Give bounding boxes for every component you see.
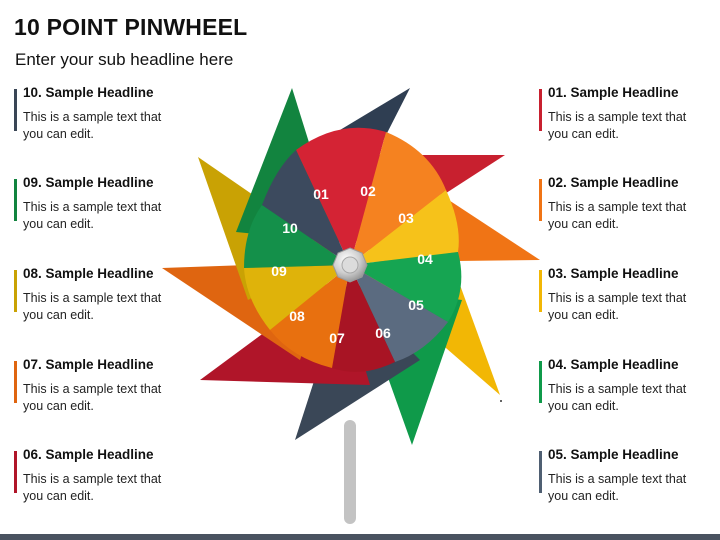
headline: 09. Sample Headline — [23, 175, 154, 190]
headline: 06. Sample Headline — [23, 447, 154, 462]
headline: 02. Sample Headline — [548, 175, 679, 190]
headline: 01. Sample Headline — [548, 85, 679, 100]
segment-label-07: 07 — [329, 330, 345, 346]
panel-06 — [332, 265, 395, 372]
segment-label-08: 08 — [289, 308, 305, 324]
body-text: This is a sample text that you can edit. — [548, 382, 687, 413]
color-bar — [14, 361, 17, 403]
page-title: 10 POINT PINWHEEL — [14, 14, 248, 40]
headline: 04. Sample Headline — [548, 357, 679, 372]
body-text: This is a sample text that you can edit. — [23, 382, 162, 413]
color-bar — [14, 89, 17, 131]
panel-08 — [244, 265, 350, 330]
body-text: This is a sample text that you can edit. — [23, 110, 162, 141]
stray-dot — [500, 400, 502, 402]
color-bar — [539, 361, 542, 403]
panel-07 — [270, 265, 350, 368]
body-text: This is a sample text that you can edit. — [23, 291, 162, 322]
footer-bar — [0, 534, 720, 540]
segment-label-02: 02 — [360, 183, 376, 199]
color-bar — [539, 451, 542, 493]
segment-label-06: 06 — [375, 325, 391, 341]
segment-label-10: 10 — [282, 220, 298, 236]
color-bar — [14, 451, 17, 493]
color-bar — [14, 179, 17, 221]
headline: 03. Sample Headline — [548, 266, 679, 281]
segment-label-09: 09 — [271, 263, 287, 279]
panel-03 — [350, 190, 459, 265]
color-bar — [14, 270, 17, 312]
segment-label-05: 05 — [408, 297, 424, 313]
panel-09 — [244, 205, 350, 268]
segment-label-04: 04 — [417, 251, 433, 267]
headline: 07. Sample Headline — [23, 357, 154, 372]
segment-label-03: 03 — [398, 210, 414, 226]
panel-01 — [296, 127, 386, 265]
page-subtitle: Enter your sub headline here — [15, 50, 234, 69]
color-bar — [539, 270, 542, 312]
body-text: This is a sample text that you can edit. — [548, 291, 687, 322]
body-text: This is a sample text that you can edit. — [548, 472, 687, 503]
color-bar — [539, 179, 542, 221]
body-text: This is a sample text that you can edit. — [548, 110, 687, 141]
hub-center — [341, 256, 359, 274]
headline: 10. Sample Headline — [23, 85, 154, 100]
panel-10 — [262, 150, 350, 265]
panel-05 — [350, 265, 448, 362]
body-text: This is a sample text that you can edit. — [23, 200, 162, 231]
headline: 08. Sample Headline — [23, 266, 154, 281]
body-text: This is a sample text that you can edit. — [548, 200, 687, 231]
pinwheel-stick — [344, 420, 356, 524]
headline: 05. Sample Headline — [548, 447, 679, 462]
segment-label-01: 01 — [313, 186, 329, 202]
body-text: This is a sample text that you can edit. — [23, 472, 162, 503]
panel-04 — [350, 252, 462, 322]
panel-02 — [350, 132, 446, 265]
color-bar — [539, 89, 542, 131]
